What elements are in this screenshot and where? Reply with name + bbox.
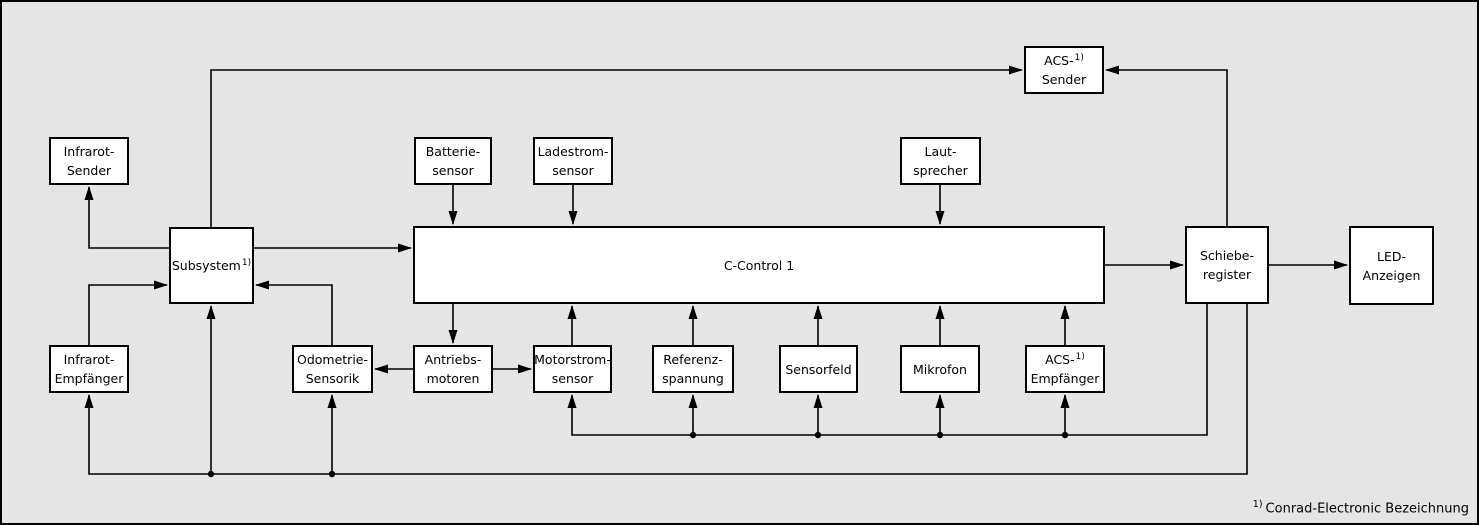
footnote-marker: 1) [241, 257, 252, 268]
block-batterie-sensor: Batterie- sensor [414, 137, 492, 185]
block-ladestrom-sensor: Ladestrom- sensor [533, 137, 613, 185]
footnote-marker: 1) [1074, 52, 1084, 63]
junction-dot [814, 431, 822, 439]
block-sensorfeld: Sensorfeld [779, 345, 858, 393]
block-schiebe-register: Schiebe- register [1185, 226, 1269, 304]
block-led-anzeigen: LED- Anzeigen [1349, 226, 1434, 305]
junction-dot [207, 470, 215, 478]
block-infrarot-empfaenger: Infrarot- Empfänger [49, 345, 129, 393]
junction-dot [936, 431, 944, 439]
block-subsystem: Subsystem1) [169, 227, 254, 304]
block-acs-sender: ACS-1) Sender [1024, 46, 1104, 94]
junction-dot [689, 431, 697, 439]
block-motorstrom-sensor: Motorstrom- sensor [533, 345, 612, 393]
block-acs-empfaenger: ACS-1) Empfänger [1025, 345, 1105, 393]
junction-dot [328, 470, 336, 478]
block-antriebs-motoren: Antriebs- motoren [413, 345, 493, 393]
wire-subsystem-to-infrarot-sender [84, 186, 169, 249]
block-mikrofon: Mikrofon [900, 345, 980, 393]
block-infrarot-sender: Infrarot- Sender [49, 137, 129, 185]
footnote-marker: 1) [1075, 351, 1085, 362]
wire-subsystem-to-acs-sender [210, 65, 1023, 227]
block-referenz-spannung: Referenz- spannung [652, 345, 734, 393]
footnote: 1)Conrad-Electronic Bezeichnung [1252, 498, 1469, 516]
block-odometrie-sensorik: Odometrie- Sensorik [292, 345, 373, 393]
footnote-marker: 1) [1252, 498, 1263, 510]
wire-schieberegister-to-acs-sender [1105, 65, 1228, 226]
wire-lower-bus [84, 304, 1248, 475]
block-c-control: C-Control 1 [413, 226, 1105, 304]
junction-dot [1061, 431, 1069, 439]
wire-odometrie-to-subsystem [255, 280, 333, 345]
block-laut-sprecher: Laut- sprecher [900, 137, 981, 185]
wire-infrarot-empfaenger-to-subsystem [88, 280, 168, 345]
wire-sensor-bus [567, 304, 1208, 436]
